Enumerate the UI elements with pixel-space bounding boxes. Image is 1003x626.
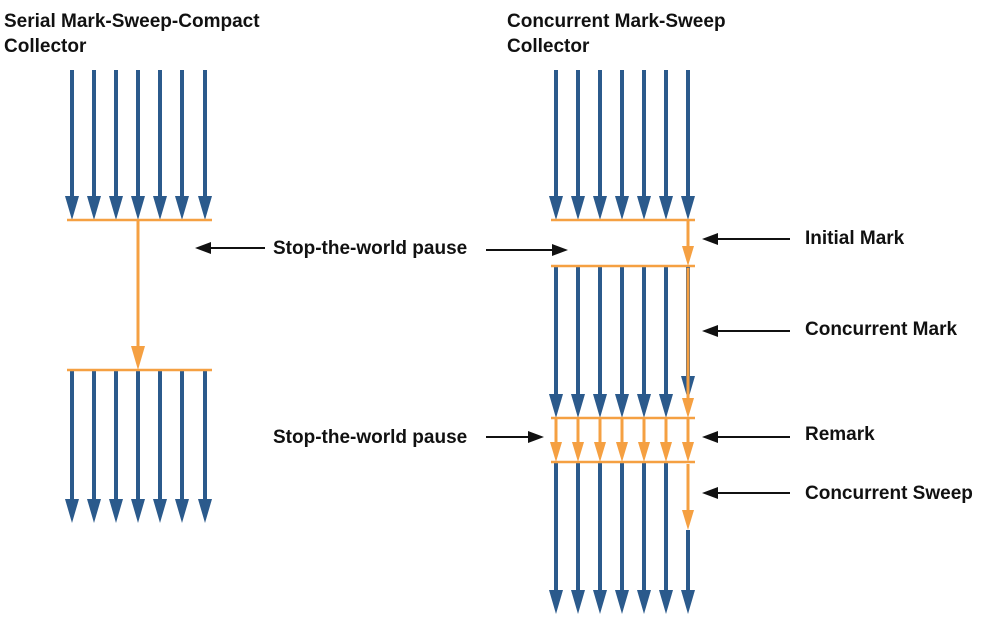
cms-collector-title: Concurrent Mark-Sweep Collector <box>507 9 726 59</box>
cms-app-thread-sweep-6-head <box>659 590 673 614</box>
cms-collector-title-line2: Collector <box>507 36 590 57</box>
initial-mark-label: Initial Mark <box>805 228 905 249</box>
serial-collector-title-line1: Serial Mark-Sweep-Compact <box>4 11 260 32</box>
cms-app-thread-mark-5-head <box>637 394 651 418</box>
cms-app-thread-before-4-head <box>615 196 629 220</box>
cms-gc-remark-thread-6-head <box>660 442 672 462</box>
cms-app-thread-sweep-5-head <box>637 590 651 614</box>
serial-app-thread-after-1-head <box>65 499 79 523</box>
stw-pointer-right-head <box>552 244 568 256</box>
serial-app-thread-after-2-head <box>87 499 101 523</box>
cms-app-thread-mark-1-head <box>549 394 563 418</box>
cms-app-thread-mark-3-head <box>593 394 607 418</box>
cms-app-thread-before-5-head <box>637 196 651 220</box>
cms-gc-remark-thread-2-head <box>572 442 584 462</box>
serial-app-thread-after-7-head <box>198 499 212 523</box>
cms-gc-remark-thread-7-head <box>682 442 694 462</box>
cms-gc-concurrent-mark-head <box>682 398 694 418</box>
cms-gc-concurrent-sweep-head <box>682 510 694 530</box>
cms-app-thread-sweep-4-head <box>615 590 629 614</box>
serial-app-thread-before-6-head <box>175 196 189 220</box>
cms-app-thread-before-2-head <box>571 196 585 220</box>
concurrent-sweep-label: Concurrent Sweep <box>805 483 973 504</box>
cms-app-thread-before-1-head <box>549 196 563 220</box>
cms-app-thread-sweep-1-head <box>549 590 563 614</box>
serial-collector-title-line2: Collector <box>4 36 87 57</box>
initial-mark-pointer-head <box>702 233 718 245</box>
label-pointers <box>195 233 790 499</box>
stw-pause-label-bottom: Stop-the-world pause <box>273 427 468 448</box>
stw-pointer-left-head <box>195 242 211 254</box>
cms-collector-title-line1: Concurrent Mark-Sweep <box>507 11 726 32</box>
serial-app-thread-before-7-head <box>198 196 212 220</box>
concurrent-mark-pointer-head <box>702 325 718 337</box>
cms-app-thread-mark-2-head <box>571 394 585 418</box>
cms-app-thread-before-3-head <box>593 196 607 220</box>
cms-gc-remark-thread-4-head <box>616 442 628 462</box>
cms-app-thread-before-6-head <box>659 196 673 220</box>
remark-label: Remark <box>805 424 875 445</box>
serial-app-thread-after-4-head <box>131 499 145 523</box>
remark-pointer-head <box>702 431 718 443</box>
cms-app-thread-mark-6-head <box>659 394 673 418</box>
serial-gc-thread-head <box>131 346 145 370</box>
cms-gc-remark-thread-1-head <box>550 442 562 462</box>
application-threads <box>65 70 695 614</box>
gc-threads <box>67 218 695 530</box>
serial-app-thread-before-3-head <box>109 196 123 220</box>
stw-pause-label-top: Stop-the-world pause <box>273 238 468 259</box>
cms-gc-remark-thread-5-head <box>638 442 650 462</box>
serial-app-thread-before-4-head <box>131 196 145 220</box>
cms-app-thread-sweep-2-head <box>571 590 585 614</box>
cms-gc-remark-thread-3-head <box>594 442 606 462</box>
cms-app-thread-before-7-head <box>681 196 695 220</box>
stw-pointer-remark-head <box>528 431 544 443</box>
serial-collector-title: Serial Mark-Sweep-Compact Collector <box>4 9 260 59</box>
concurrent-sweep-pointer-head <box>702 487 718 499</box>
serial-app-thread-before-2-head <box>87 196 101 220</box>
serial-app-thread-before-1-head <box>65 196 79 220</box>
serial-app-thread-before-5-head <box>153 196 167 220</box>
cms-app-thread-mark-4-head <box>615 394 629 418</box>
serial-app-thread-after-6-head <box>175 499 189 523</box>
serial-app-thread-after-3-head <box>109 499 123 523</box>
concurrent-mark-label: Concurrent Mark <box>805 319 958 340</box>
cms-app-thread-sweep-3-head <box>593 590 607 614</box>
cms-app-thread-sweep-7-head <box>681 590 695 614</box>
serial-app-thread-after-5-head <box>153 499 167 523</box>
cms-gc-initial-mark-head <box>682 246 694 266</box>
